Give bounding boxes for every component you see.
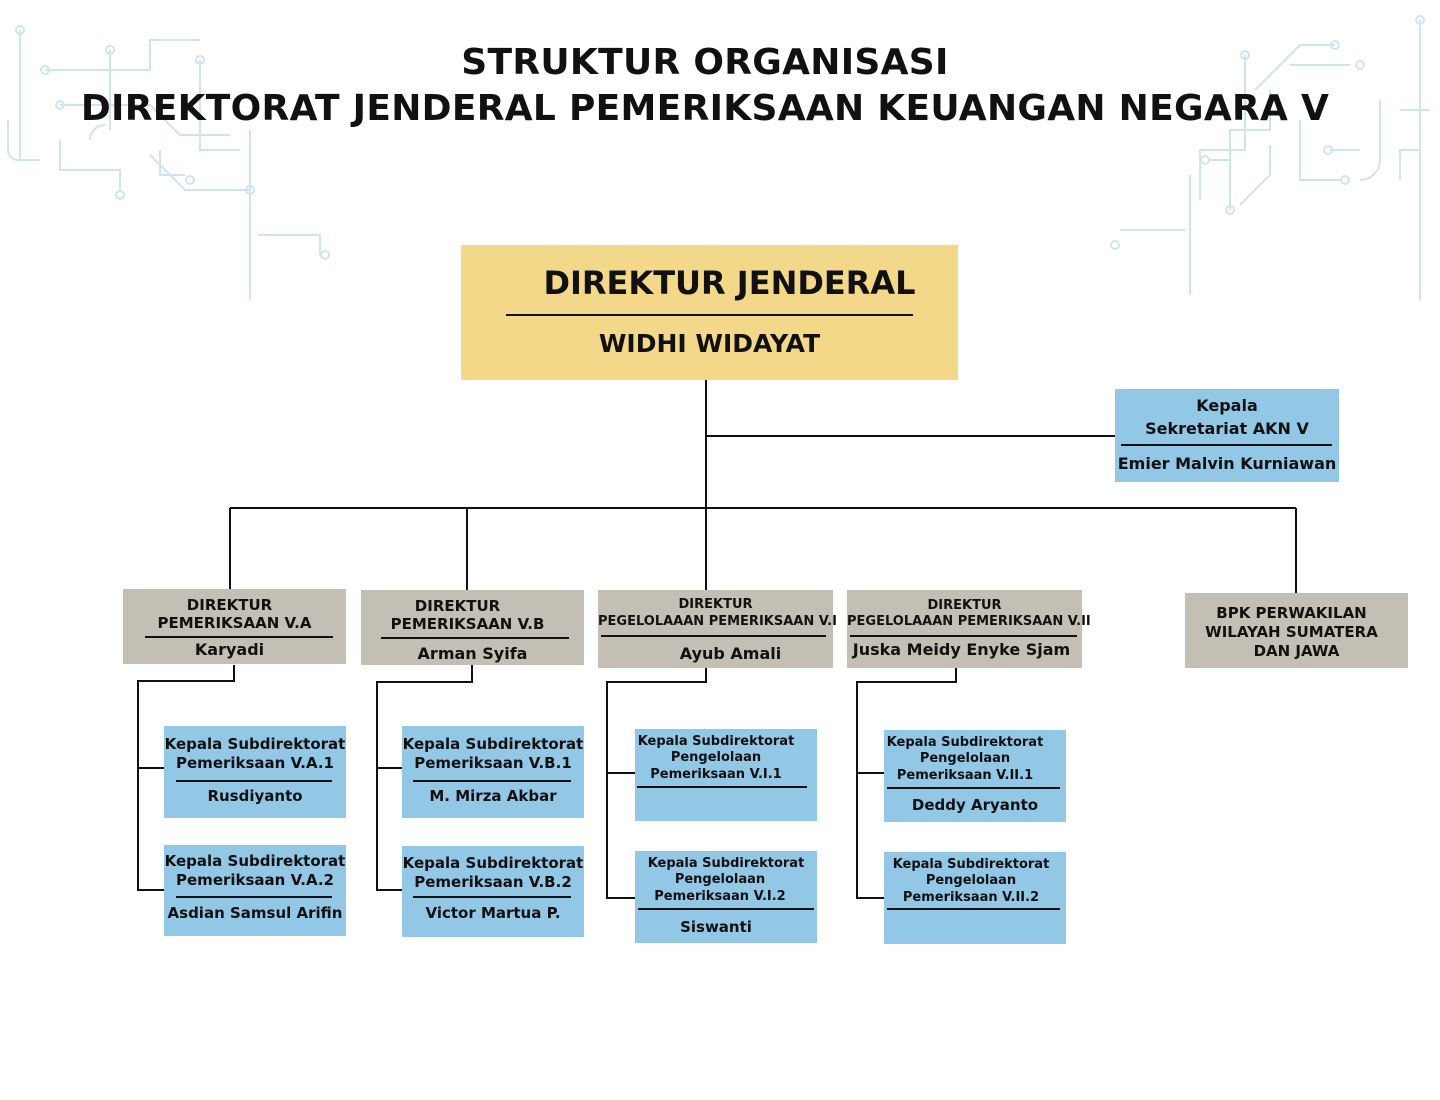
secretariat-divider [1121, 444, 1332, 446]
directorate-name: Juska Meidy Enyke Sjam [852, 640, 1071, 659]
subdirectorate-divider [637, 786, 807, 788]
subdirectorate-role-line-2: Pemeriksaan V.A.2 [176, 871, 334, 889]
directorate-role-line-1: DIREKTUR [927, 598, 1002, 613]
directorate-divider [145, 636, 333, 638]
directorate-role-line-1: DIREKTUR [414, 597, 501, 615]
subdirectorate-role-line-2: Pemeriksaan V.B.1 [414, 754, 572, 772]
subdirectorate-role-line-1: Kepala Subdirektorat [402, 854, 584, 872]
subdirectorate-role-line-1: Kepala Subdirektorat [637, 734, 795, 749]
subdirectorate-role-line-3: Pemeriksaan V.II.2 [902, 890, 1040, 905]
subdirectorate-name: Siswanti [680, 918, 752, 936]
title-line-2: DIREKTORAT JENDERAL PEMERIKSAAN KEUANGAN… [80, 88, 1330, 129]
subdirectorate-role-line-2: Pemeriksaan V.B.2 [414, 873, 572, 891]
head-role: DIREKTUR JENDERAL [543, 264, 916, 302]
representative-line-3: DAN JAWA [1253, 642, 1340, 660]
head-name: WIDHI WIDAYAT [598, 329, 821, 358]
subdirectorate-role-line-1: Kepala Subdirektorat [647, 856, 805, 871]
directorate-name: Arman Syifa [417, 644, 528, 663]
secretariat-role-line-2: Sekretariat AKN V [1145, 419, 1309, 438]
subdirectorate-divider [176, 896, 332, 898]
subdirectorate-role-line-3: Pemeriksaan V.I.1 [650, 767, 782, 782]
directorate-box: DIREKTUR PEGELOLAAAN PEMERIKSAAN V.II Ju… [847, 590, 1091, 668]
directorate-box: DIREKTUR PEMERIKSAAN V.B Arman Syifa [361, 590, 584, 665]
subdirectorate-divider [413, 896, 571, 898]
directorate-role-line-1: DIREKTUR [678, 597, 753, 612]
title-line-1: STRUKTUR ORGANISASI [461, 42, 949, 83]
directorate-divider [601, 635, 826, 637]
subdirectorate-box: Kepala Subdirektorat Pemeriksaan V.B.1 M… [402, 726, 584, 818]
secretariat-role-line-1: Kepala [1196, 396, 1258, 415]
subdirectorate-role-line-2: Pemeriksaan V.A.1 [176, 754, 334, 772]
directorate-box: DIREKTUR PEGELOLAAAN PEMERIKSAAN V.I Ayu… [598, 590, 837, 668]
subdirectorate-name: Asdian Samsul Arifin [167, 904, 343, 922]
subdirectorate-name: Rusdiyanto [207, 787, 303, 805]
directorate-role-line-2: PEGELOLAAAN PEMERIKSAAN V.II [847, 614, 1091, 629]
subdirectorate-box: Kepala Subdirektorat Pemeriksaan V.A.2 A… [164, 845, 346, 936]
subdirectorate-role-line-1: Kepala Subdirektorat [164, 735, 346, 753]
subdirectorate-name: M. Mirza Akbar [429, 787, 557, 805]
directorate-divider [850, 635, 1077, 637]
directorate-role-line-1: DIREKTUR [186, 596, 273, 614]
representative-line-2: WILAYAH SUMATERA [1205, 623, 1378, 641]
subdirectorate-divider [176, 780, 332, 782]
subdirectorate-role-line-2: Pengelolaan [674, 872, 766, 887]
subdirectorate-name: Deddy Aryanto [911, 796, 1039, 814]
directorate-role-line-2: PEGELOLAAAN PEMERIKSAAN V.I [598, 614, 837, 629]
subdirectorate-role-line-1: Kepala Subdirektorat [164, 852, 346, 870]
subdirectorate-name: Victor Martua P. [425, 904, 561, 922]
directorate-role-line-2: PEMERIKSAAN V.B [390, 615, 545, 633]
secretariat-name: Emier Malvin Kurniawan [1117, 454, 1337, 473]
subdirectorate-box: Kepala Subdirektorat Pemeriksaan V.B.2 V… [402, 846, 584, 937]
subdirectorate-box: Kepala Subdirektorat Pemeriksaan V.A.1 R… [164, 726, 346, 818]
directorate-name: Karyadi [194, 640, 265, 659]
subdirectorate-role-line-1: Kepala Subdirektorat [892, 857, 1050, 872]
subdirectorate-role-line-1: Kepala Subdirektorat [402, 735, 584, 753]
head-box: DIREKTUR JENDERAL WIDHI WIDAYAT [461, 245, 958, 380]
circuit-decoration [7, 15, 1430, 300]
subdirectorate-divider [413, 780, 571, 782]
subdirectorate-role-line-1: Kepala Subdirektorat [886, 735, 1044, 750]
subdirectorate-role-line-2: Pengelolaan [925, 873, 1017, 888]
subdirectorate-role-line-3: Pemeriksaan V.I.2 [654, 889, 786, 904]
subdirectorate-divider [638, 908, 814, 910]
subdirectorate-box: Kepala Subdirektorat Pengelolaan Pemerik… [635, 851, 817, 943]
subdirectorate-divider [887, 787, 1060, 789]
subdirectorate-divider [887, 908, 1060, 910]
subdirectorate-role-line-2: Pengelolaan [670, 750, 762, 765]
directorate-name: Ayub Amali [679, 644, 782, 663]
subdirectorate-box: Kepala Subdirektorat Pengelolaan Pemerik… [635, 729, 817, 821]
representative-box: BPK PERWAKILAN WILAYAH SUMATERA DAN JAWA [1185, 593, 1408, 668]
directorate-box: DIREKTUR PEMERIKSAAN V.A Karyadi [123, 589, 346, 664]
directorate-role-line-2: PEMERIKSAAN V.A [157, 614, 312, 632]
representative-line-1: BPK PERWAKILAN [1216, 604, 1367, 622]
subdirectorate-role-line-3: Pemeriksaan V.II.1 [896, 768, 1034, 783]
directorate-divider [381, 637, 569, 639]
subdirectorate-box: Kepala Subdirektorat Pengelolaan Pemerik… [884, 730, 1066, 822]
subdirectorate-role-line-2: Pengelolaan [919, 751, 1011, 766]
head-divider [506, 314, 913, 316]
subdirectorate-box: Kepala Subdirektorat Pengelolaan Pemerik… [884, 852, 1066, 944]
secretariat-box: Kepala Sekretariat AKN V Emier Malvin Ku… [1115, 389, 1339, 482]
